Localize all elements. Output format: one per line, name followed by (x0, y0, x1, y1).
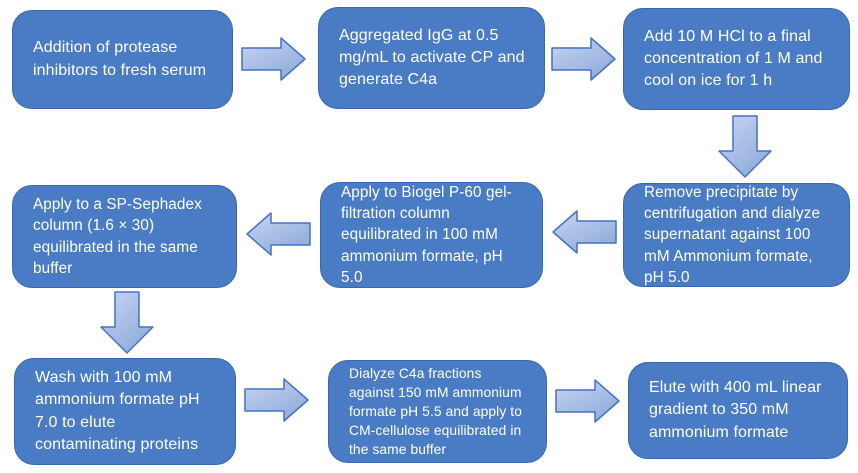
flow-step-2: Aggregated IgG at 0.5 mg/mL to activate … (318, 7, 545, 109)
flow-step-5: Apply to Biogel P-60 gel-filtration colu… (320, 182, 543, 288)
flow-step-5-text: Apply to Biogel P-60 gel-filtration colu… (341, 184, 512, 286)
flow-step-1: Addition of protease inhibitors to fresh… (12, 10, 233, 109)
flow-step-3-text: Add 10 M HCl to a final concentration of… (644, 27, 823, 90)
flow-step-4-text: Remove precipitate by centrifugation and… (644, 184, 821, 286)
flow-step-9: Elute with 400 mL linear gradient to 350… (628, 362, 848, 459)
flow-step-8: Dialyze C4a fractions against 150 mM amm… (328, 360, 547, 463)
flow-step-3: Add 10 M HCl to a final concentration of… (623, 8, 850, 110)
arrow-right-icon (241, 37, 306, 81)
flow-step-6-text: Apply to a SP-Sephadex column (1.6 × 30)… (33, 196, 202, 277)
arrow-left-icon (552, 210, 617, 254)
arrow-right-icon (555, 379, 620, 423)
flow-step-8-text: Dialyze C4a fractions against 150 mM amm… (349, 365, 522, 458)
flow-step-2-text: Aggregated IgG at 0.5 mg/mL to activate … (339, 26, 525, 89)
flow-step-9-text: Elute with 400 mL linear gradient to 350… (649, 379, 822, 441)
arrow-down-icon (100, 291, 154, 354)
flow-step-6: Apply to a SP-Sephadex column (1.6 × 30)… (12, 185, 237, 288)
flow-step-7-text: Wash with 100 mM ammonium formate pH 7.0… (35, 369, 200, 453)
arrow-left-icon (246, 212, 311, 256)
arrow-down-icon (718, 115, 772, 178)
flow-step-7: Wash with 100 mM ammonium formate pH 7.0… (14, 358, 236, 465)
flow-step-1-text: Addition of protease inhibitors to fresh… (33, 39, 207, 79)
arrow-right-icon (551, 37, 616, 81)
flow-step-4: Remove precipitate by centrifugation and… (623, 183, 850, 287)
arrow-right-icon (244, 378, 309, 422)
